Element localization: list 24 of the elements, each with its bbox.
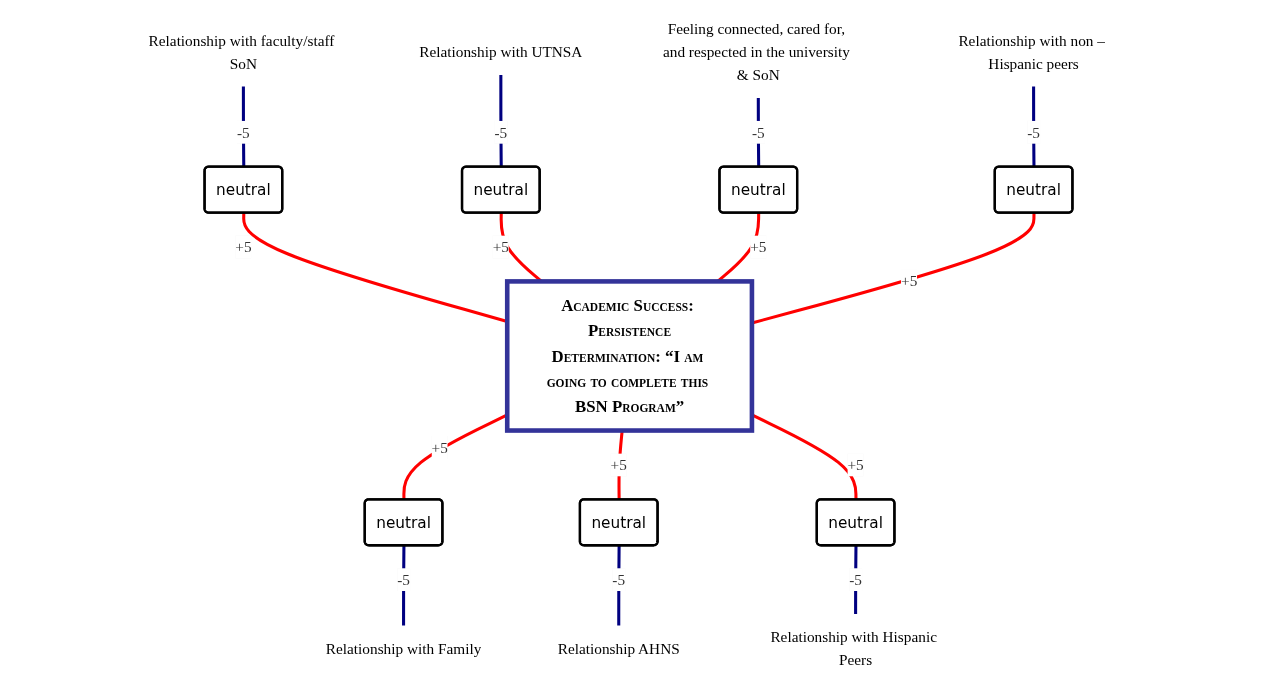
node-text: Relationship with UTNSA bbox=[419, 43, 583, 61]
node-text: Relationship with Hispanic Peers bbox=[770, 628, 937, 669]
node-text: Relationship with Family bbox=[325, 640, 482, 657]
connector bbox=[751, 212, 1036, 325]
edge-label: -5 bbox=[1027, 123, 1040, 141]
edge-label: -5 bbox=[494, 123, 508, 141]
edge-label: -5 bbox=[612, 571, 626, 589]
node-text: Relationship with faculty/staff SoN bbox=[148, 32, 335, 72]
node-box: Academic Success: Persistence Determination: “I am going to complete this BSN Program” bbox=[504, 279, 755, 433]
edge-label: +5 bbox=[492, 238, 509, 256]
edge-label: -5 bbox=[237, 123, 250, 141]
edge-label: +5 bbox=[431, 439, 448, 456]
edge-label: +5 bbox=[847, 456, 864, 474]
node-text: Feeling connected, cared for, and respected in the university & SoN bbox=[662, 20, 850, 84]
edge-label: +5 bbox=[610, 456, 627, 474]
edge-label: +5 bbox=[235, 238, 252, 256]
edge-label: -5 bbox=[849, 571, 862, 589]
edge-label: -5 bbox=[397, 571, 410, 589]
edge-label: +5 bbox=[901, 272, 918, 289]
connector bbox=[242, 212, 508, 323]
node-text: Relationship AHNS bbox=[557, 640, 680, 657]
edge-label: -5 bbox=[751, 123, 765, 141]
node-text: Relationship with non – Hispanic peers bbox=[958, 32, 1105, 72]
edge-label: +5 bbox=[750, 238, 767, 256]
